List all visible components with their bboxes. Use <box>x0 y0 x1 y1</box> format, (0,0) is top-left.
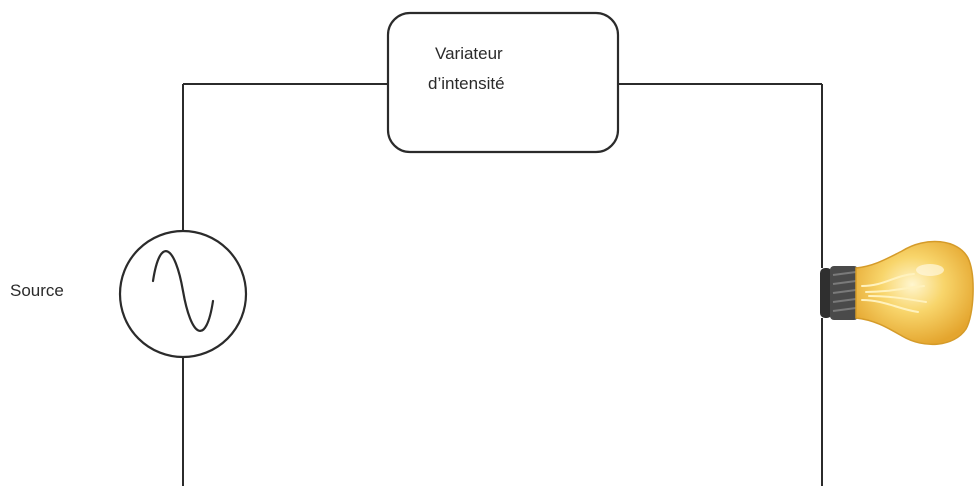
sine-wave-icon <box>151 250 215 332</box>
dimmer-label-line2: d’intensité <box>428 74 505 93</box>
bulb-filament <box>861 273 927 313</box>
dimmer-box <box>386 11 620 154</box>
circuit-wires <box>182 83 823 486</box>
bulb-base <box>820 266 858 320</box>
source-label: Source <box>10 281 64 300</box>
bulb-highlight <box>916 264 944 276</box>
ac-source-icon <box>118 229 248 359</box>
dimmer-label-line1: Variateur <box>435 44 503 63</box>
bulb-glass <box>855 240 974 346</box>
light-bulb-icon <box>820 240 974 346</box>
